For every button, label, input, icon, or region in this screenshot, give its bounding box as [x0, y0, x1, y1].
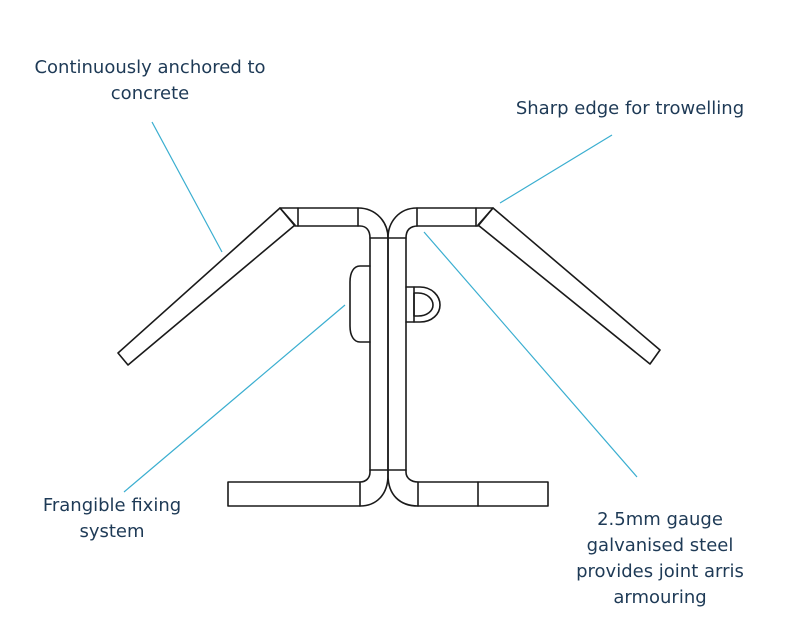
label-sharp-line1: Sharp edge for trowelling — [515, 98, 745, 119]
left-steel-profile — [117, 207, 389, 507]
right-steel-profile — [387, 207, 661, 507]
leader-gauge — [423, 231, 638, 478]
label-gauge-line1: 2.5mm gauge — [597, 509, 723, 530]
label-gauge-line4: armouring — [613, 587, 707, 608]
label-frangible-fixing: Frangible fixing system — [22, 493, 202, 545]
label-frangible-line1: Frangible fixing — [42, 495, 182, 516]
label-sharp-edge: Sharp edge for trowelling — [505, 96, 755, 122]
label-anchored-line1: Continuously anchored to — [34, 57, 266, 78]
right-angled-arm — [477, 207, 661, 365]
leader-sharp-edge — [499, 134, 613, 204]
left-web-and-flanges — [227, 207, 389, 507]
right-clip-inner — [413, 292, 434, 317]
frangible-fixing-bump — [349, 265, 371, 343]
leader-frangible — [123, 304, 346, 493]
right-web-and-flanges — [387, 207, 549, 507]
label-anchored-line2: concrete — [110, 83, 190, 104]
label-steel-gauge: 2.5mm gauge galvanised steel provides jo… — [545, 507, 775, 611]
label-frangible-line2: system — [79, 521, 145, 542]
label-gauge-line3: provides joint arris — [576, 561, 744, 582]
label-gauge-line2: galvanised steel — [586, 535, 734, 556]
label-continuously-anchored: Continuously anchored to concrete — [20, 55, 280, 107]
left-angled-arm — [117, 207, 296, 366]
leader-anchored — [151, 121, 223, 253]
right-clip-outer — [405, 286, 441, 323]
